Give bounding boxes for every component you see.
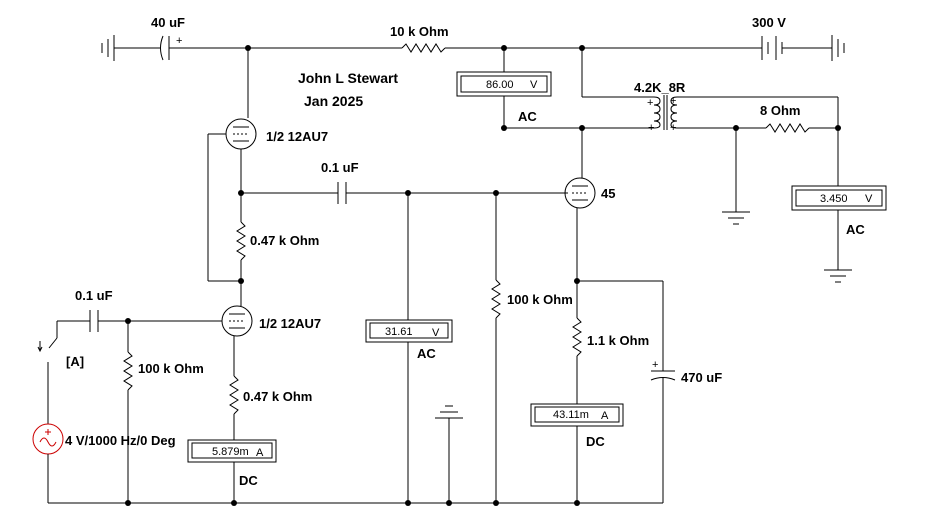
resistor-100k-grid[interactable] [491,279,501,503]
tube-12au7-upper-label: 1/2 12AU7 [266,129,328,144]
battery-300v-label: 300 V [752,15,786,30]
svg-text:+: + [176,35,182,47]
junction-dots [125,45,841,506]
resistor-0.47k-lower[interactable] [229,375,239,440]
author-name: John L Stewart [298,70,398,86]
ammeter-input-mode: DC [239,473,258,488]
svg-text:+: + [652,359,658,371]
output-transformer-label: 4.2K_8R [634,80,686,95]
voltmeter-speaker-mode: AC [846,222,865,237]
voltmeter-grid-unit: V [432,327,440,339]
resistor-100k-input[interactable] [123,351,133,503]
voltmeter-grid-mode: AC [417,346,436,361]
resistor-100k-grid-label: 100 k Ohm [507,292,573,307]
capacitor-0.1uf-input[interactable] [89,310,222,332]
switch-a-label: [A] [66,354,84,369]
voltmeter-grid-value: 31.61 [385,326,413,338]
resistor-10k[interactable] [401,43,446,53]
voltmeter-speaker-unit: V [865,193,873,205]
tube-12au7-upper[interactable] [225,118,257,150]
voltmeter-plate[interactable]: 86.00 V [456,71,552,97]
ground-symbol-right [831,35,845,61]
svg-text:+: + [670,95,676,107]
capacitor-0.1uf-mid-label: 0.1 uF [321,160,359,175]
ac-source[interactable] [32,423,64,503]
resistor-0.47k-upper[interactable] [236,221,246,306]
tube-45-label: 45 [601,186,615,201]
ammeter-input-value: 5.879m [212,446,249,458]
output-transformer[interactable]: + + + + [647,95,678,134]
ground-symbol-left [101,35,158,61]
resistor-10k-label: 10 k Ohm [390,24,449,39]
ground-symbol-speaker [824,269,852,283]
tube-12au7-lower-label: 1/2 12AU7 [259,316,321,331]
ground-symbol-bottom [435,405,463,503]
resistor-8ohm-label: 8 Ohm [760,103,800,118]
svg-text:+: + [647,97,653,109]
capacitor-40uf[interactable]: + [158,35,182,61]
svg-text:+: + [648,122,654,134]
resistor-100k-input-label: 100 k Ohm [138,361,204,376]
ac-source-label: 4 V/1000 Hz/0 Deg [65,433,176,448]
voltmeter-speaker[interactable]: 3.450 V [791,185,887,211]
ammeter-output-unit: A [601,410,609,422]
battery-300v[interactable] [756,36,832,60]
resistor-0.47k-upper-label: 0.47 k Ohm [250,233,319,248]
ammeter-input-unit: A [256,447,264,459]
ammeter-output[interactable]: 43.11m A [530,403,624,427]
voltmeter-plate-value: 86.00 [486,79,514,91]
resistor-1k1[interactable] [572,317,582,404]
capacitor-0.1uf-mid[interactable] [337,182,568,204]
capacitor-470uf[interactable]: + [650,359,676,503]
svg-text:+: + [670,122,676,134]
voltmeter-speaker-value: 3.450 [820,193,848,205]
tube-12au7-lower[interactable] [221,305,253,337]
voltmeter-grid[interactable]: 31.61 V [365,319,453,343]
capacitor-0.1uf-input-label: 0.1 uF [75,288,113,303]
top-rail-wires [175,47,756,118]
capacitor-470uf-label: 470 uF [681,370,722,385]
ammeter-output-value: 43.11m [553,409,589,421]
author-date: Jan 2025 [304,93,363,109]
resistor-8ohm[interactable] [765,123,838,133]
ammeter-input[interactable]: 5.879m A [187,439,277,463]
ammeter-output-mode: DC [586,434,605,449]
voltmeter-plate-mode: AC [518,109,537,124]
voltmeter-plate-unit: V [530,79,538,91]
resistor-1k1-label: 1.1 k Ohm [587,333,649,348]
tube-45[interactable] [564,177,596,209]
switch-a[interactable] [37,321,58,424]
ground-symbol-secondary [722,211,750,225]
resistor-0.47k-lower-label: 0.47 k Ohm [243,389,312,404]
capacitor-40uf-label: 40 uF [151,15,185,30]
